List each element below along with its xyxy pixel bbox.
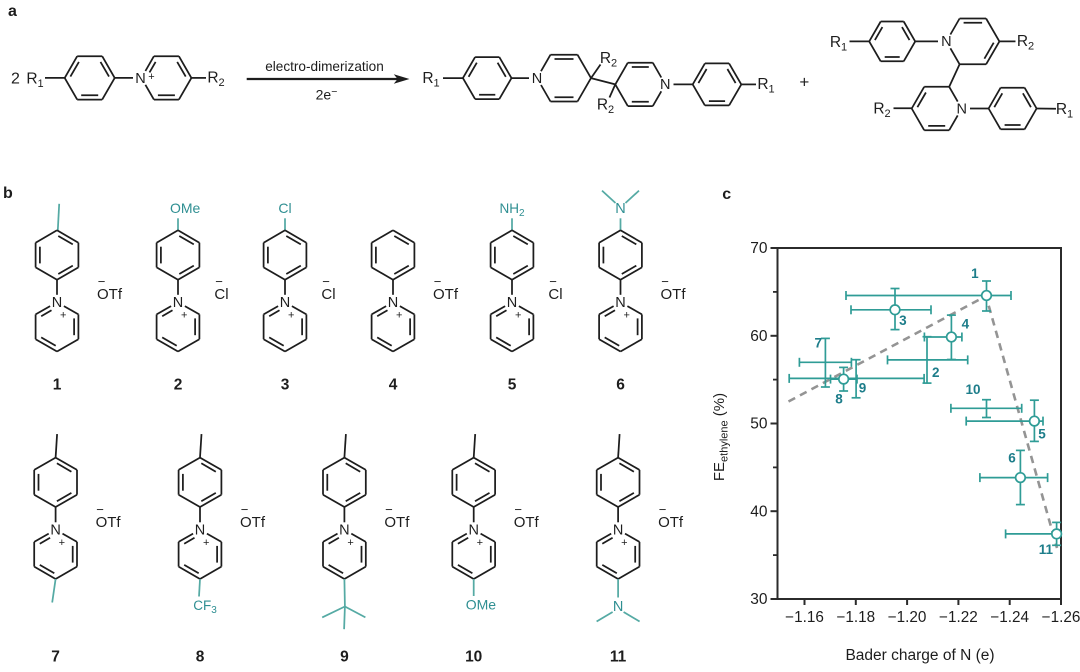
svg-text:10: 10: [465, 649, 482, 666]
svg-text:+: +: [396, 309, 402, 321]
svg-text:+: +: [477, 537, 483, 549]
svg-text:Cl: Cl: [278, 200, 291, 216]
svg-text:8: 8: [835, 392, 843, 407]
svg-text:6: 6: [616, 377, 625, 394]
svg-text:9: 9: [340, 649, 349, 666]
svg-text:1: 1: [53, 377, 62, 394]
svg-text:−: −: [96, 502, 104, 517]
svg-text:2: 2: [174, 377, 183, 394]
svg-text:−1.20: −1.20: [888, 609, 927, 626]
svg-text:−: −: [241, 502, 249, 517]
svg-text:Bader charge of N (e): Bader charge of N (e): [845, 647, 994, 664]
svg-text:2: 2: [932, 365, 940, 380]
svg-text:+: +: [60, 309, 66, 321]
svg-text:N: N: [532, 71, 542, 87]
svg-text:OMe: OMe: [170, 200, 201, 216]
svg-text:+: +: [621, 537, 627, 549]
svg-text:2: 2: [11, 71, 20, 88]
svg-text:OMe: OMe: [466, 597, 497, 613]
svg-text:−1.16: −1.16: [785, 609, 824, 626]
svg-text:+: +: [181, 309, 187, 321]
svg-text:N: N: [613, 599, 623, 615]
svg-text:+: +: [288, 309, 294, 321]
svg-text:5: 5: [1038, 426, 1046, 441]
svg-text:−: −: [98, 274, 106, 289]
svg-text:70: 70: [750, 240, 768, 257]
svg-text:4: 4: [962, 316, 970, 331]
svg-text:8: 8: [196, 649, 205, 666]
svg-text:−: −: [661, 274, 669, 289]
svg-text:7: 7: [51, 649, 60, 666]
svg-text:6: 6: [1008, 451, 1016, 466]
svg-text:−1.22: −1.22: [939, 609, 978, 626]
svg-text:N: N: [660, 77, 670, 93]
svg-text:9: 9: [859, 381, 867, 396]
svg-text:−: −: [659, 502, 667, 517]
svg-text:+: +: [148, 71, 154, 83]
svg-text:N: N: [941, 34, 951, 50]
svg-text:+: +: [623, 309, 629, 321]
svg-text:30: 30: [750, 591, 768, 608]
svg-text:4: 4: [389, 377, 398, 394]
svg-text:−: −: [549, 274, 557, 289]
svg-text:1: 1: [971, 266, 979, 281]
svg-text:b: b: [3, 185, 13, 202]
svg-text:11: 11: [610, 649, 627, 666]
svg-text:+: +: [347, 537, 353, 549]
svg-text:−: −: [322, 274, 330, 289]
svg-text:N: N: [135, 71, 145, 87]
svg-text:40: 40: [750, 504, 768, 521]
svg-text:+: +: [59, 537, 65, 549]
svg-text:3: 3: [899, 313, 907, 328]
svg-text:electro-dimerization: electro-dimerization: [265, 59, 384, 74]
svg-text:3: 3: [281, 377, 290, 394]
svg-text:+: +: [799, 72, 809, 91]
svg-text:−1.18: −1.18: [836, 609, 875, 626]
svg-text:−: −: [434, 274, 442, 289]
svg-text:11: 11: [1039, 542, 1054, 557]
svg-text:a: a: [8, 3, 17, 20]
svg-text:−1.24: −1.24: [990, 609, 1029, 626]
svg-text:−: −: [215, 274, 223, 289]
svg-text:+: +: [515, 309, 521, 321]
svg-text:60: 60: [750, 328, 768, 345]
svg-text:N: N: [615, 201, 625, 217]
svg-text:7: 7: [815, 335, 823, 350]
svg-text:−: −: [514, 502, 522, 517]
svg-text:5: 5: [508, 377, 517, 394]
svg-text:+: +: [203, 537, 209, 549]
svg-text:10: 10: [965, 382, 980, 397]
svg-text:c: c: [722, 186, 731, 203]
svg-text:N: N: [956, 101, 966, 117]
svg-text:50: 50: [750, 416, 768, 433]
svg-text:−1.26: −1.26: [1042, 609, 1080, 626]
svg-text:−: −: [385, 502, 393, 517]
